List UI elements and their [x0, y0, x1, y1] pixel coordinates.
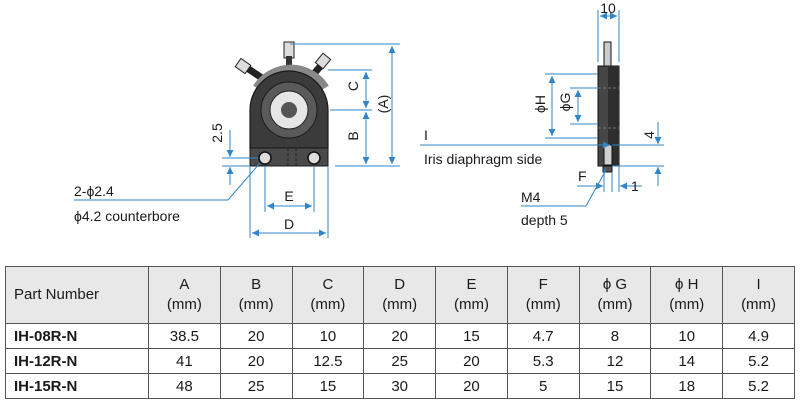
cell-I: 4.9 [722, 323, 795, 349]
cell-phiG: 8 [578, 323, 652, 349]
iris-side-note: Iris diaphragm side [424, 151, 542, 167]
cell-D: 25 [363, 348, 437, 374]
header-B: B(mm) [219, 266, 293, 324]
cell-F: 4.7 [506, 323, 580, 349]
dim-1-label: 1 [631, 178, 639, 194]
cell-B: 20 [219, 323, 293, 349]
dim-E-label: E [284, 188, 293, 204]
dim-A-label: (A) [375, 95, 391, 114]
hole-note-line1: 2-ϕ2.4 [74, 183, 114, 199]
cell-F: 5 [506, 373, 580, 399]
dim-10-label: 10 [600, 0, 616, 16]
cell-D: 30 [363, 373, 437, 399]
header-part-number: Part Number [5, 266, 149, 324]
cell-part-number: IH-15R-N [5, 373, 149, 399]
side-thread-stub [603, 144, 613, 166]
dim-B-label: B [345, 131, 361, 140]
dim-I-label: I [424, 127, 428, 143]
cell-phiG: 15 [578, 373, 652, 399]
front-dimensions: (A) C B 2.5 E D 2-ϕ2.4 ϕ4.2 counterbore [74, 43, 400, 238]
header-A: A(mm) [148, 266, 221, 324]
side-top-pin [603, 41, 612, 67]
cell-A: 48 [148, 373, 221, 399]
cell-D: 20 [363, 323, 437, 349]
cell-E: 15 [435, 323, 508, 349]
side-view [597, 41, 620, 173]
header-D: D(mm) [363, 266, 437, 324]
table-header-row: Part Number A(mm) B(mm) C(mm) D(mm) E(mm… [5, 266, 795, 324]
cell-E: 20 [435, 373, 508, 399]
iris-center [281, 102, 297, 118]
mounting-hole-right [307, 151, 321, 165]
side-bottom-screw [602, 165, 613, 173]
table-row: IH-08R-N 38.5 20 10 20 15 4.7 8 10 4.9 [5, 323, 795, 349]
lever-pin-top [283, 41, 295, 68]
technical-drawing: (A) C B 2.5 E D 2-ϕ2.4 ϕ4.2 counterbore [74, 0, 664, 238]
dim-F-label: F [578, 168, 587, 184]
table-row: IH-15R-N 48 25 15 30 20 5 15 18 5.2 [5, 373, 795, 399]
cell-part-number: IH-12R-N [5, 348, 149, 374]
cell-I: 5.2 [722, 373, 795, 399]
dim-C-label: C [345, 81, 361, 91]
lever-pin-left [234, 57, 264, 81]
cell-C: 10 [291, 323, 365, 349]
cell-phiH: 18 [650, 373, 724, 399]
cell-E: 20 [435, 348, 508, 374]
hole-note-line2: ϕ4.2 counterbore [74, 208, 180, 224]
header-phiH: ϕ H(mm) [650, 266, 724, 324]
header-I: I(mm) [722, 266, 795, 324]
cell-C: 15 [291, 373, 365, 399]
cell-I: 5.2 [722, 348, 795, 374]
dim-4-label: 4 [641, 131, 657, 139]
dim-phiH-label: ϕH [532, 95, 548, 113]
header-C: C(mm) [291, 266, 365, 324]
cell-C: 12.5 [291, 348, 365, 374]
dim-D-label: D [284, 216, 294, 232]
table-row: IH-12R-N 41 20 12.5 25 20 5.3 12 14 5.2 [5, 348, 795, 374]
front-view [234, 41, 332, 167]
dimension-table: Part Number A(mm) B(mm) C(mm) D(mm) E(mm… [5, 266, 795, 399]
cell-A: 41 [148, 348, 221, 374]
header-phiG: ϕ G(mm) [578, 266, 652, 324]
thread-note-line1: M4 [521, 189, 541, 205]
cell-phiH: 14 [650, 348, 724, 374]
cell-part-number: IH-08R-N [5, 323, 149, 349]
side-dimensions: 10 ϕH ϕG I Iris diaphragm side 4 F 1 M4 [420, 0, 664, 228]
header-F: F(mm) [506, 266, 580, 324]
cell-B: 20 [219, 348, 293, 374]
header-E: E(mm) [435, 266, 508, 324]
dim-2-5-label: 2.5 [209, 123, 225, 143]
cell-phiG: 12 [578, 348, 652, 374]
cell-A: 38.5 [148, 323, 221, 349]
thread-note-line2: depth 5 [521, 212, 568, 228]
cell-B: 25 [219, 373, 293, 399]
dim-phiG-label: ϕG [557, 93, 573, 112]
cell-phiH: 10 [650, 323, 724, 349]
cell-F: 5.3 [506, 348, 580, 374]
mounting-hole-left [258, 151, 272, 165]
